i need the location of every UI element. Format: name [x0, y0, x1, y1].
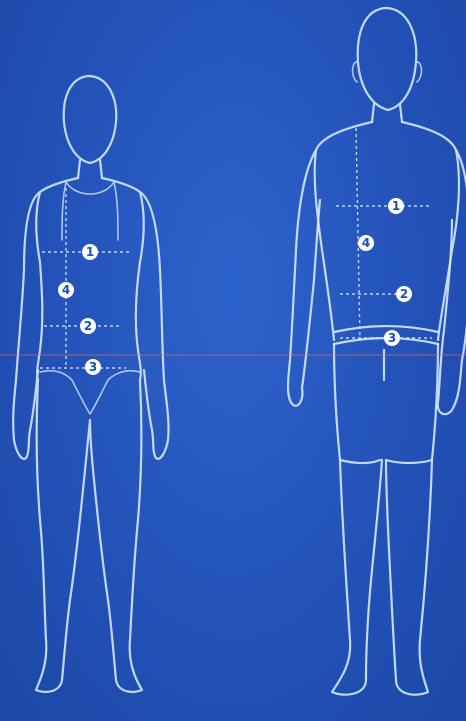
female-marker-4: 4: [58, 282, 74, 298]
male-figure: 1 4 2 3: [288, 8, 466, 695]
male-length-guide: [356, 128, 360, 340]
female-marker-1: 1: [82, 244, 98, 260]
svg-text:2: 2: [84, 319, 92, 333]
female-marker-3: 3: [85, 359, 101, 375]
male-marker-4: 4: [358, 235, 374, 251]
male-marker-1: 1: [388, 198, 404, 214]
male-legs: [332, 460, 432, 695]
svg-text:3: 3: [89, 360, 97, 374]
svg-text:4: 4: [62, 283, 70, 297]
female-figure: 1 4 2 3: [13, 76, 168, 692]
svg-text:4: 4: [362, 236, 370, 250]
male-torso: [315, 122, 459, 340]
male-ears: [353, 62, 422, 82]
female-legs: [36, 380, 142, 692]
female-torso: [36, 178, 144, 380]
female-swimsuit: [40, 182, 140, 414]
svg-text:1: 1: [392, 199, 400, 213]
male-marker-2: 2: [396, 286, 412, 302]
male-shorts: [334, 344, 438, 463]
male-right-arm: [438, 150, 466, 414]
svg-text:1: 1: [86, 245, 94, 259]
female-marker-2: 2: [80, 318, 96, 334]
svg-text:3: 3: [388, 331, 396, 345]
male-marker-3: 3: [384, 330, 400, 346]
male-head: [358, 8, 417, 110]
female-head: [64, 76, 117, 163]
svg-text:2: 2: [400, 287, 408, 301]
